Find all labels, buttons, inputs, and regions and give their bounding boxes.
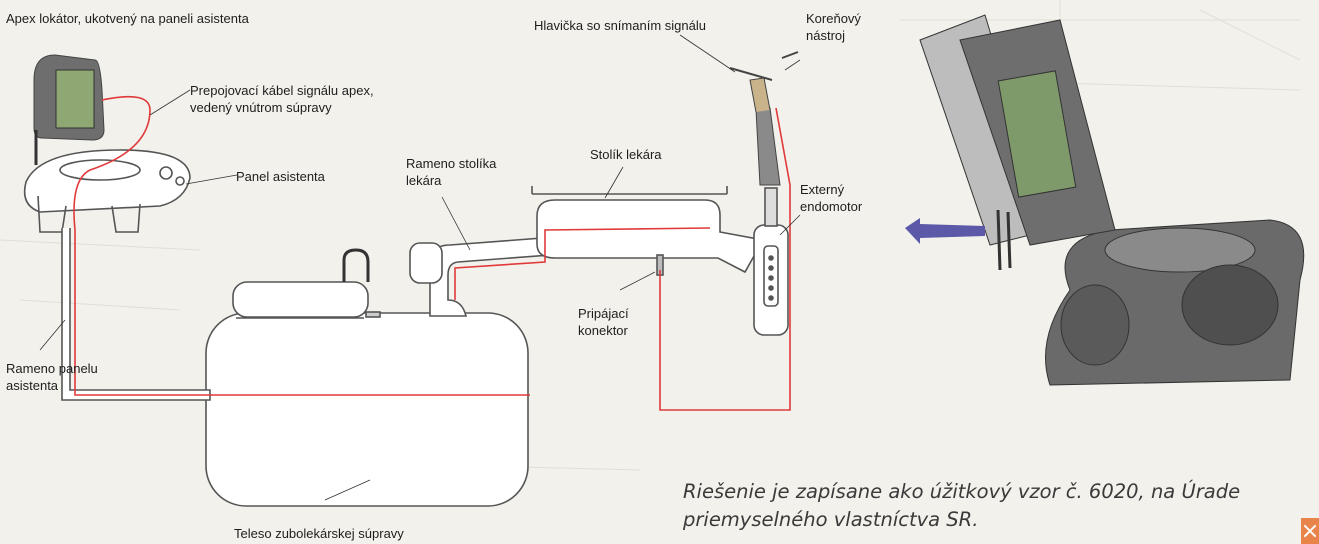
label-cable: Prepojovací kábel signálu apex, vedený v… — [190, 82, 374, 116]
label-endomotor-line1: Externý — [800, 182, 845, 197]
label-doctor-arm-line2: lekára — [406, 173, 442, 188]
handpiece — [729, 51, 799, 186]
label-doctor-arm: Rameno stolíka lekára — [406, 155, 496, 189]
signal-cable — [73, 95, 791, 411]
label-assistant-arm-line2: asistenta — [6, 378, 59, 393]
label-head: Hlavička so snímaním signálu — [534, 18, 706, 33]
label-unit-body: Teleso zubolekárskej súpravy — [234, 526, 404, 541]
label-cable-line2: vedený vnútrom súpravy — [190, 100, 332, 115]
caption: Riešenie je zapísane ako úžitkový vzor č… — [683, 478, 1293, 534]
label-endomotor: Externý endomotor — [800, 181, 862, 215]
caption-line2: priemyselného vlastníctva SR. — [683, 508, 979, 531]
label-connector: Pripájací konektor — [578, 305, 629, 339]
label-assistant-panel: Panel asistenta — [236, 169, 325, 184]
label-connector-line1: Pripájací — [578, 306, 629, 321]
label-assistant-arm-line1: Rameno panelu — [6, 361, 98, 376]
label-apex-locator: Apex lokátor, ukotvený na paneli asisten… — [6, 11, 249, 26]
endomotor — [753, 187, 789, 336]
label-doctor-arm-line1: Rameno stolíka — [406, 156, 497, 171]
doctor-table-arm — [409, 237, 552, 317]
label-endomotor-line2: endomotor — [800, 199, 863, 214]
label-assistant-arm: Rameno panelu asistenta — [6, 360, 98, 394]
label-root-tool-line1: Koreňový — [806, 11, 861, 26]
apex-locator-small — [33, 54, 105, 165]
label-connector-line2: konektor — [578, 323, 628, 338]
caption-line1: Riešenie je zapísane ako úžitkový vzor č… — [683, 480, 1241, 503]
dental-unit-body — [205, 248, 529, 507]
apex-locator-large — [919, 14, 1305, 386]
leader-lines — [39, 34, 801, 501]
label-doctor-table: Stolík lekára — [590, 147, 662, 162]
label-root-tool-line2: nástroj — [806, 28, 846, 43]
label-cable-line1: Prepojovací kábel signálu apex, — [190, 83, 374, 98]
arrow-icon — [905, 218, 985, 244]
close-icon[interactable] — [1301, 518, 1319, 544]
doctor-table — [531, 186, 765, 276]
label-root-tool: Koreňový nástroj — [806, 10, 861, 44]
